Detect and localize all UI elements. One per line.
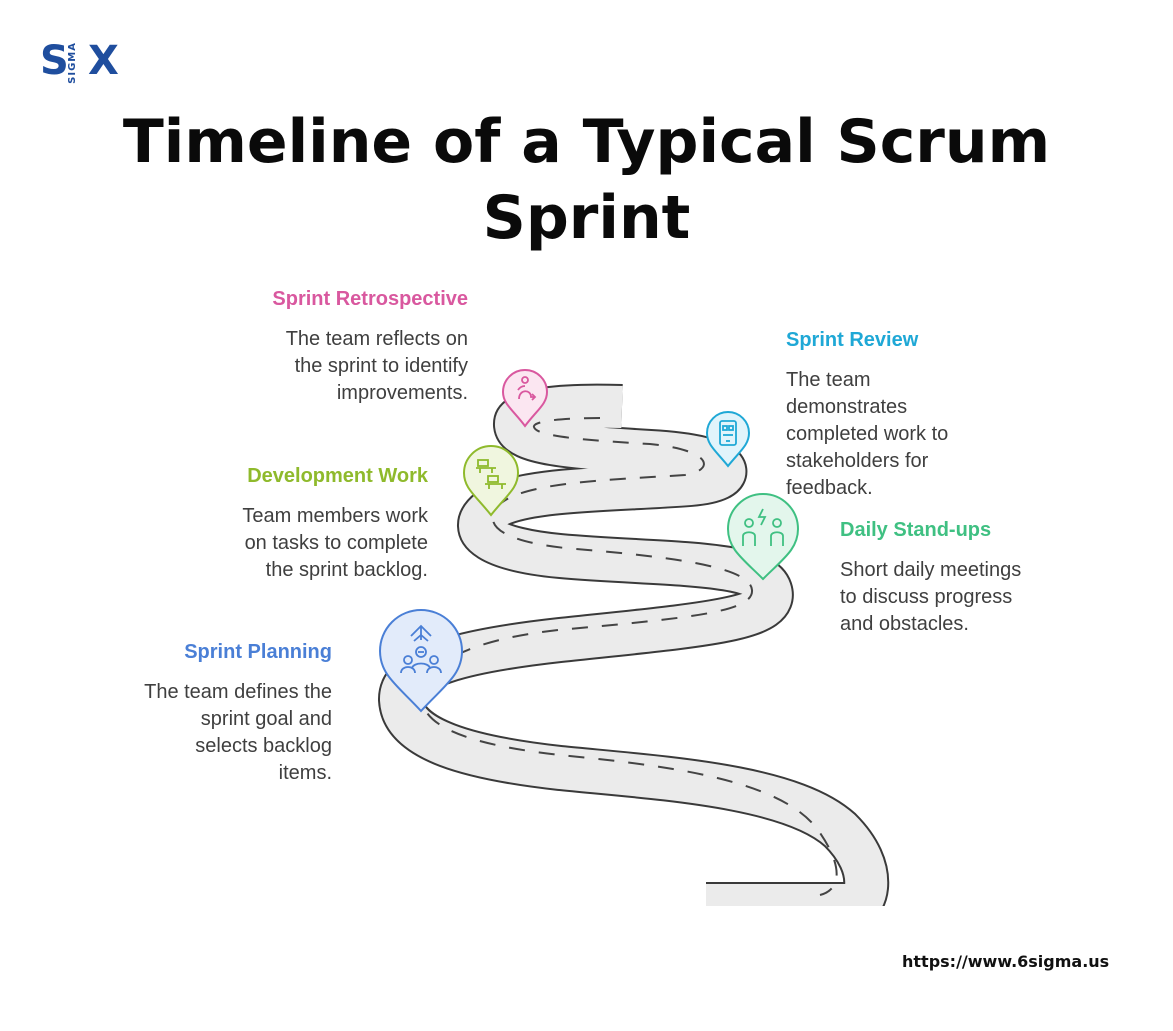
planning-line: The team defines the (144, 681, 332, 703)
marker-retrospective[interactable] (501, 368, 549, 428)
planning-description: The team defines the sprint goal and sel… (62, 679, 332, 787)
logo-letter-s: S (40, 38, 69, 84)
footer-url[interactable]: https://www.6sigma.us (902, 952, 1110, 971)
standups-line: Short daily meetings (840, 559, 1022, 581)
review-line: feedback. (786, 477, 873, 499)
review-description: The team demonstrates completed work to … (786, 367, 1046, 502)
retrospective-icon (517, 376, 537, 401)
marker-planning[interactable] (378, 608, 464, 713)
retrospective-line: the sprint to identify (294, 355, 468, 377)
marker-development[interactable] (462, 444, 520, 517)
title-line-2: Sprint (482, 183, 691, 253)
sixsigma-logo: S SIGMA X (40, 38, 124, 84)
review-title: Sprint Review (786, 329, 919, 351)
road-center-line (420, 417, 838, 896)
logo-letter-x: X (88, 38, 119, 84)
development-line: on tasks to complete (244, 532, 428, 554)
review-line: The team (786, 369, 871, 391)
development-line: Team members work (242, 505, 428, 527)
review-line: demonstrates (786, 396, 908, 418)
development-description: Team members work on tasks to complete t… (128, 503, 428, 584)
road-surface (380, 385, 888, 926)
retrospective-line: improvements. (336, 382, 468, 404)
development-title: Development Work (247, 465, 428, 487)
page-title: Timeline of a Typical Scrum Sprint (0, 104, 1173, 256)
people-talking-icon (742, 508, 784, 546)
retrospective-line: The team reflects on (285, 328, 468, 350)
development-line: the sprint backlog. (265, 559, 428, 581)
desk-work-icon (476, 459, 506, 489)
review-line: stakeholders for (786, 450, 929, 472)
retrospective-title: Sprint Retrospective (272, 288, 468, 310)
standups-line: to discuss progress (840, 586, 1013, 608)
standups-description: Short daily meetings to discuss progress… (840, 557, 1080, 638)
standups-title: Daily Stand-ups (840, 519, 992, 541)
team-goal-icon (400, 624, 442, 674)
retrospective-description: The team reflects on the sprint to ident… (168, 326, 468, 407)
planning-line: items. (278, 762, 332, 784)
planning-line: selects backlog (195, 735, 332, 757)
phone-icon (719, 420, 737, 446)
planning-title: Sprint Planning (184, 641, 332, 663)
marker-review[interactable] (705, 410, 751, 468)
marker-standups[interactable] (726, 492, 800, 581)
standups-line: and obstacles. (840, 613, 969, 635)
title-line-1: Timeline of a Typical Scrum (122, 107, 1051, 177)
review-line: completed work to (786, 423, 949, 445)
planning-line: sprint goal and (200, 708, 332, 730)
